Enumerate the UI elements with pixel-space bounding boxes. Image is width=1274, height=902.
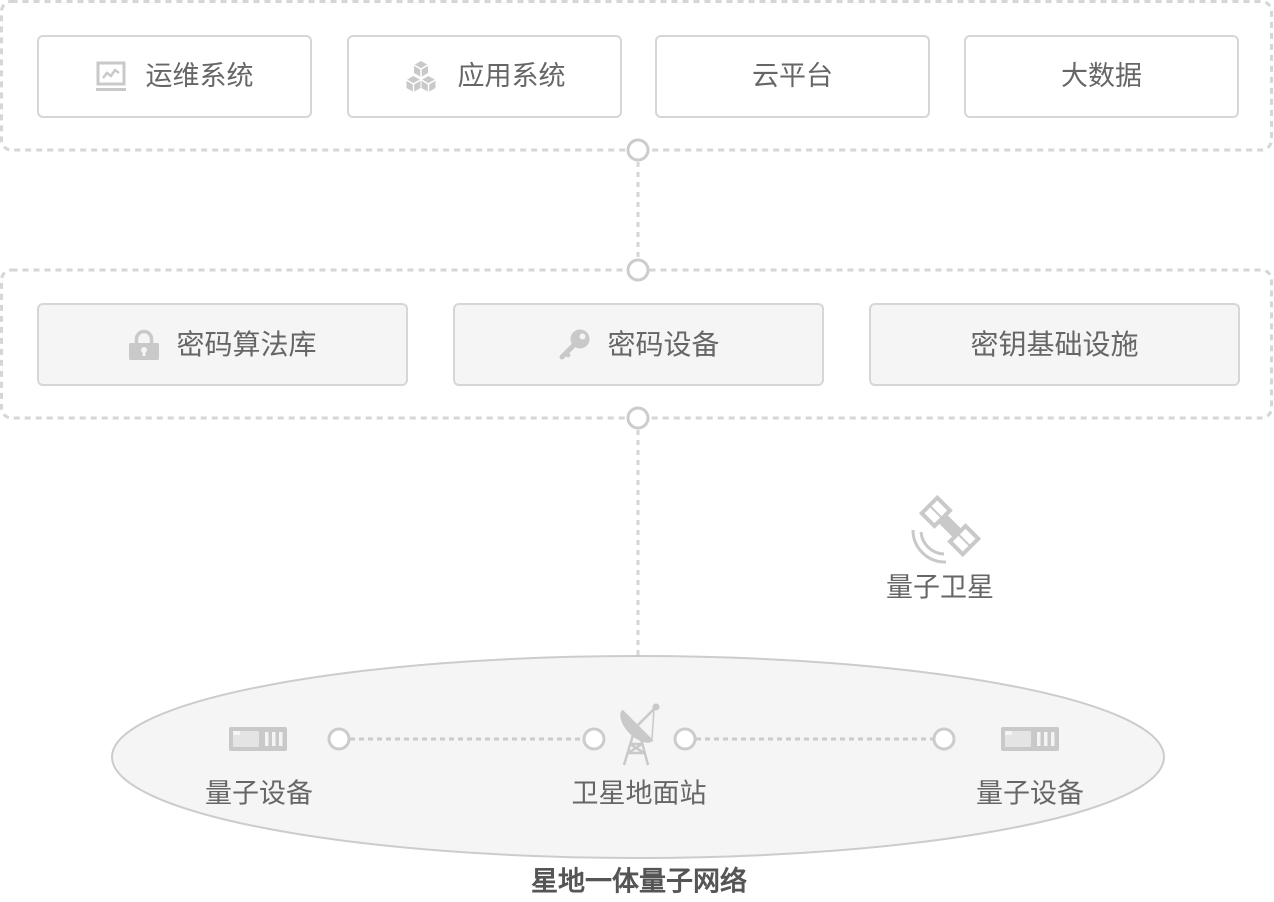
connector-node — [626, 258, 650, 282]
ground-station-label: 卫星地面站 — [571, 778, 707, 809]
server-icon — [229, 727, 287, 751]
application-layer-frame — [0, 0, 1273, 152]
connector-node — [582, 727, 606, 751]
crypto-device-box: 密码设备 — [453, 303, 824, 386]
connector-node — [626, 406, 650, 430]
quantum-device-label: 量子设备 — [976, 778, 1084, 809]
key-infrastructure-box: 密钥基础设施 — [869, 303, 1240, 386]
key-icon — [557, 328, 591, 362]
cloud-platform-box: 云平台 — [655, 35, 930, 118]
box-label: 大数据 — [1061, 61, 1142, 91]
connector-node — [327, 727, 351, 751]
box-label: 密码设备 — [607, 328, 720, 360]
quantum-satellite-label: 量子卫星 — [886, 572, 994, 603]
connector-node — [626, 138, 650, 162]
monitor-chart-icon — [95, 61, 126, 93]
box-label: 应用系统 — [457, 61, 566, 91]
quantum-device-label: 量子设备 — [205, 778, 313, 809]
satellite-icon — [911, 494, 982, 564]
box-label: 云平台 — [752, 61, 833, 91]
big-data-box: 大数据 — [964, 35, 1239, 118]
cubes-icon — [404, 60, 438, 94]
server-icon — [1001, 727, 1059, 751]
connector-node — [932, 727, 956, 751]
box-label: 运维系统 — [145, 61, 254, 91]
crypto-algorithm-library-box: 密码算法库 — [37, 303, 408, 386]
application-system-box: 应用系统 — [347, 35, 622, 118]
box-label: 密码算法库 — [176, 328, 317, 360]
satellite-dish-icon — [620, 703, 660, 766]
connector-node — [673, 727, 697, 751]
ops-system-box: 运维系统 — [37, 35, 312, 118]
quantum-network-ellipse — [111, 655, 1165, 859]
box-label: 密钥基础设施 — [970, 328, 1139, 360]
network-title: 星地一体量子网络 — [531, 866, 747, 897]
lock-icon — [128, 329, 160, 361]
